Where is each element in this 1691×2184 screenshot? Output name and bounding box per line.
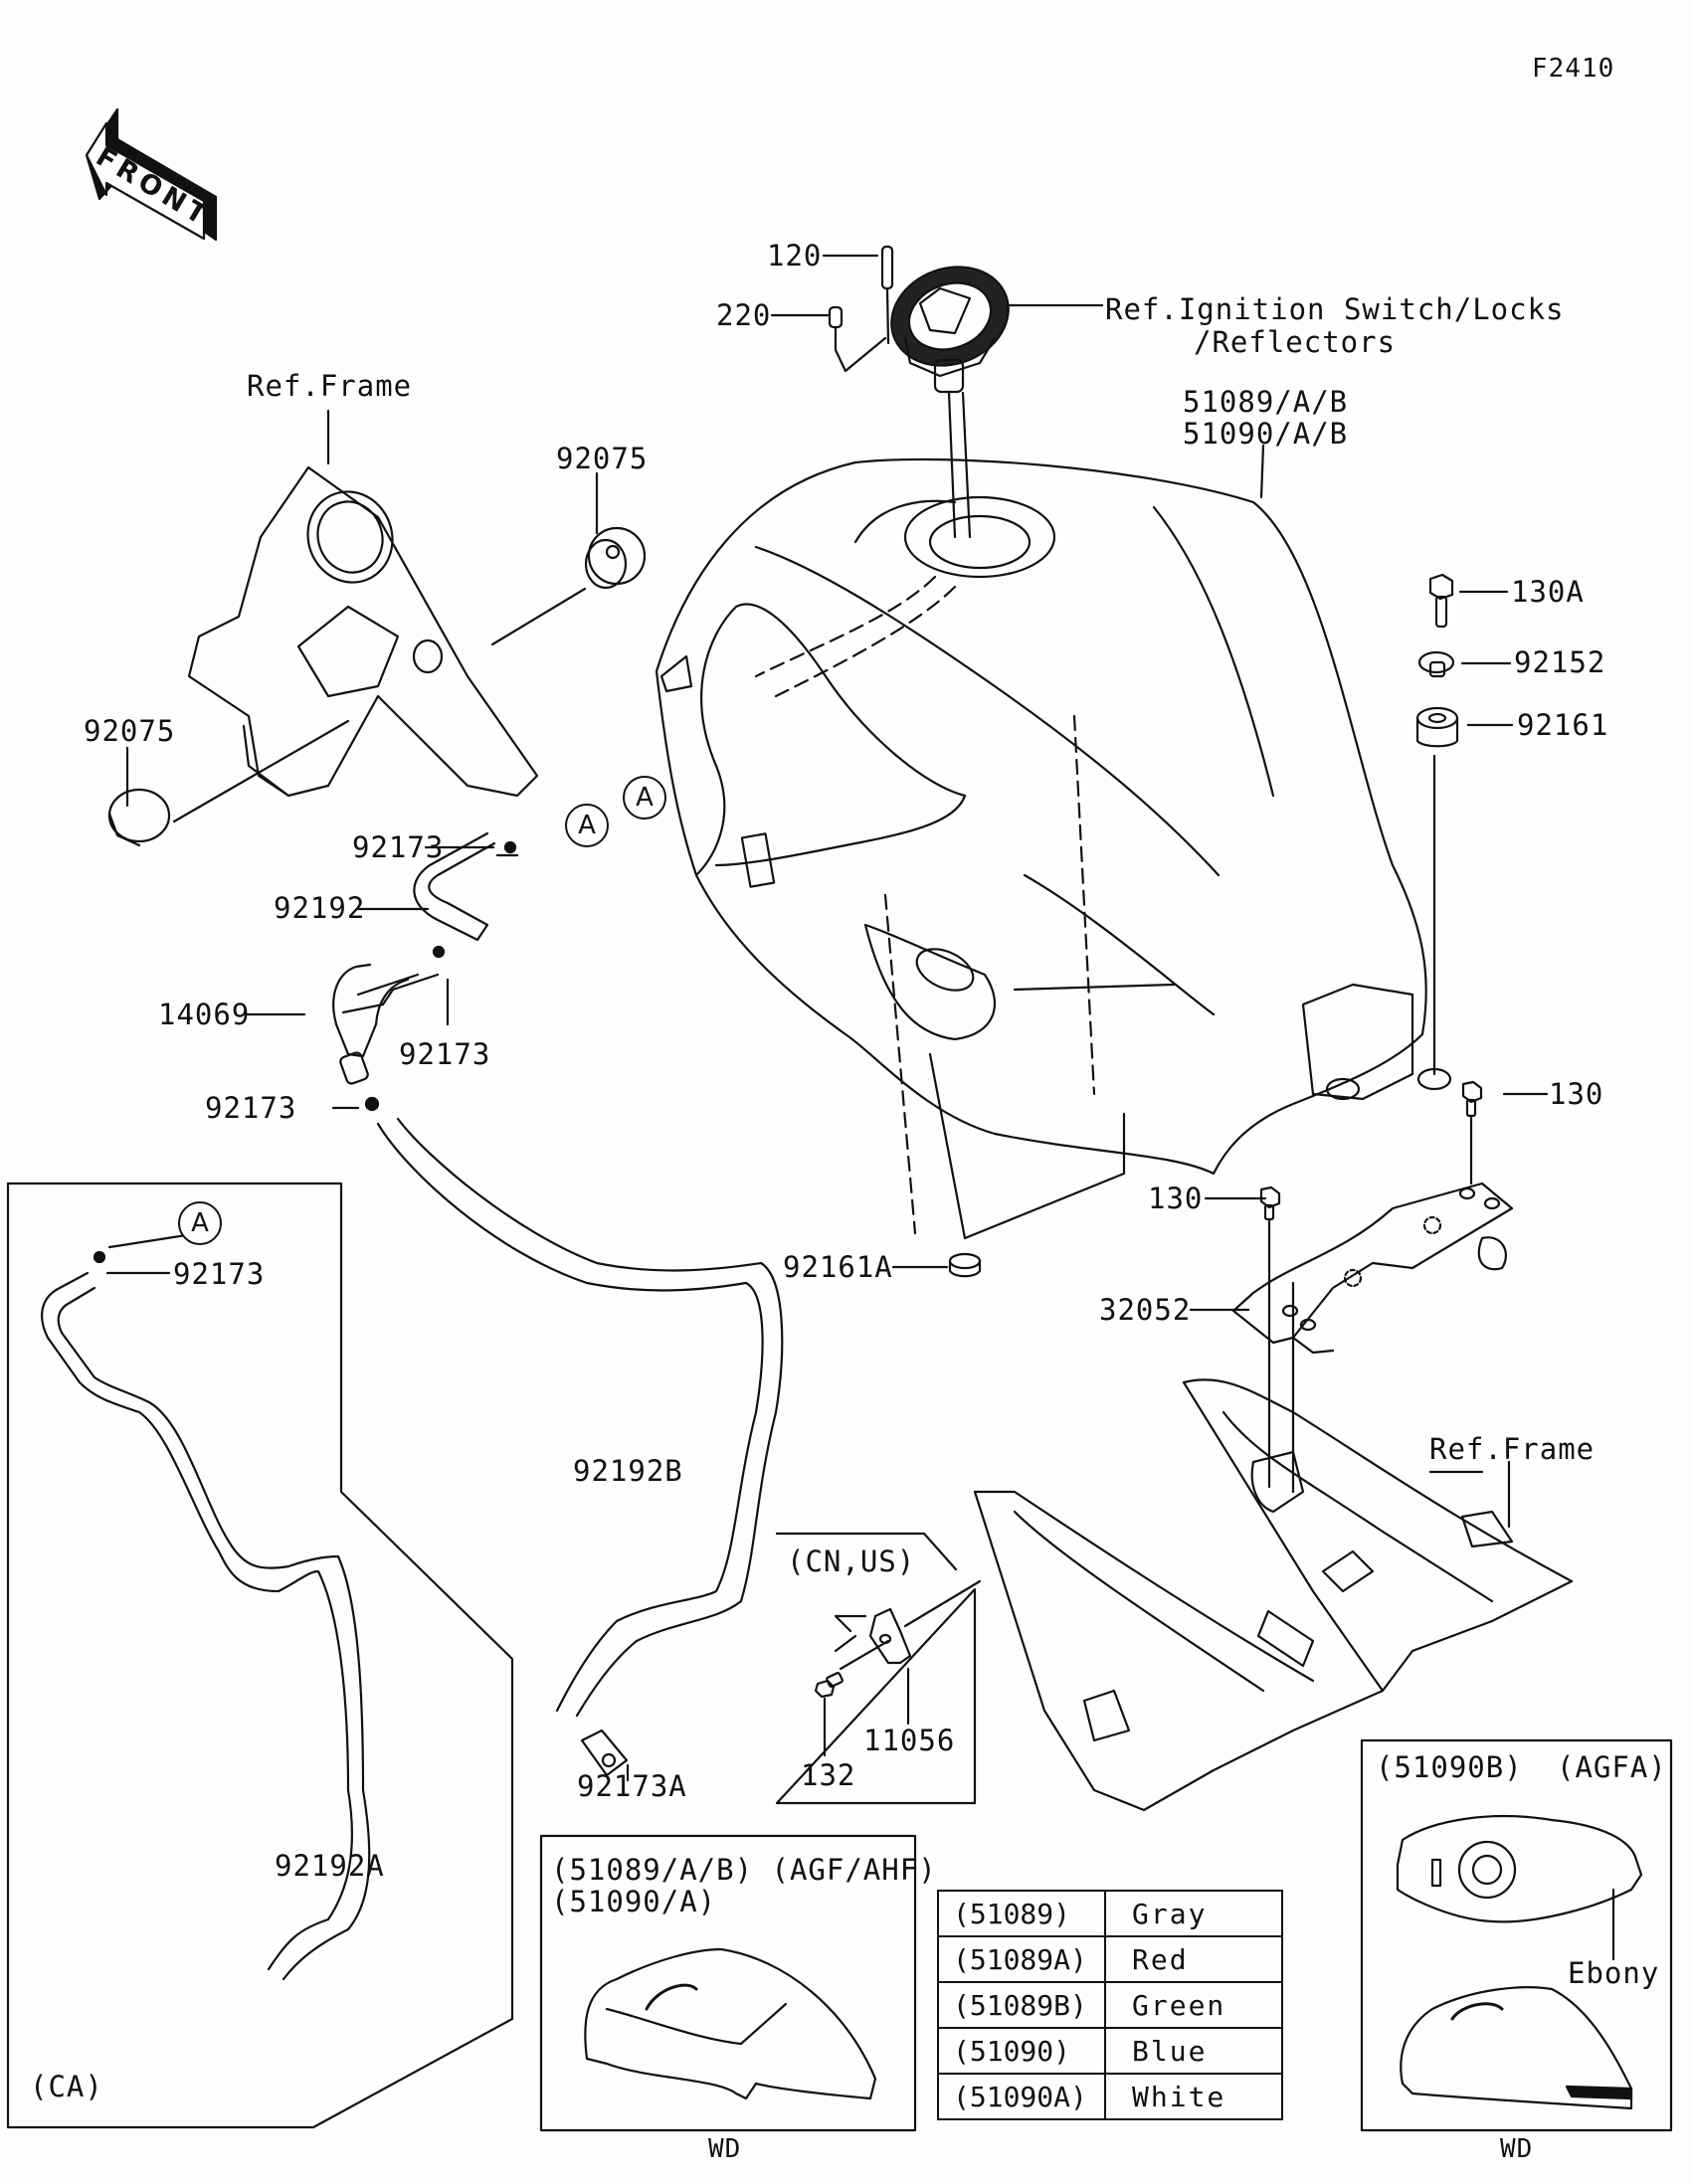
- part-label-92075-top[interactable]: 92075: [556, 442, 649, 475]
- leader-lines: [125, 254, 1549, 1529]
- frame-head-reference: [107, 409, 647, 847]
- color-table-part-code: (51089B): [937, 1981, 1106, 2029]
- front-arrow-icon: [85, 107, 218, 242]
- ref-frame-top-label: Ref.Frame: [247, 369, 413, 403]
- part-label-92152[interactable]: 92152: [1514, 645, 1606, 679]
- part-label-51089[interactable]: 51089/A/B: [1183, 385, 1349, 419]
- connector-marker-a-hose: A: [565, 804, 609, 847]
- color-table-color-name: Blue: [1104, 2027, 1283, 2075]
- inset-agf-label-line1: (51089/A/B) (AGF/AHF): [551, 1853, 937, 1887]
- inset-agfa-color-callout: Ebony: [1568, 1956, 1660, 1990]
- bracket-32052: [1231, 1080, 1514, 1494]
- ref-ignition-label-line2: /Reflectors: [1194, 325, 1397, 359]
- part-label-51090[interactable]: 51090/A/B: [1183, 417, 1349, 451]
- part-label-32052[interactable]: 32052: [1099, 1293, 1192, 1327]
- inset-cn-us-frame: [775, 1532, 982, 1805]
- color-table-row: (51089)Gray: [937, 1890, 1283, 1937]
- color-table-color-name: White: [1104, 2073, 1283, 2120]
- color-table-part-code: (51090A): [937, 2073, 1106, 2120]
- inset-agfa-note: WD: [1500, 2134, 1534, 2164]
- inset-agfa-part-label: (51090B): [1376, 1750, 1523, 1784]
- color-table-row: (51089B)Green: [937, 1981, 1283, 2029]
- inset-agfa-model-label: (AGFA): [1557, 1750, 1667, 1784]
- rear-mount-fasteners: [1415, 573, 1459, 748]
- inset-agf-frame: [539, 1834, 917, 2132]
- part-label-92192A[interactable]: 92192A: [275, 1849, 385, 1883]
- inset-agf-label-line2: (51090/A): [551, 1885, 717, 1918]
- breather-hoses: [332, 831, 784, 1782]
- part-label-92192[interactable]: 92192: [274, 891, 366, 925]
- part-label-92161[interactable]: 92161: [1517, 708, 1609, 742]
- part-label-130-right[interactable]: 130: [1549, 1077, 1604, 1111]
- color-table-color-name: Gray: [1104, 1890, 1283, 1937]
- color-table-part-code: (51090): [937, 2027, 1106, 2075]
- part-label-130-mid[interactable]: 130: [1148, 1182, 1204, 1215]
- part-label-132[interactable]: 132: [801, 1758, 856, 1792]
- grommet-92161A: [948, 1252, 982, 1278]
- inset-cn-us-label: (CN,US): [787, 1545, 916, 1578]
- part-label-92161A[interactable]: 92161A: [783, 1250, 893, 1284]
- color-table-part-code: (51089): [937, 1890, 1106, 1937]
- part-label-14069[interactable]: 14069: [158, 998, 251, 1031]
- inset-agf-note: WD: [708, 2134, 742, 2164]
- inset-ca-label: (CA): [30, 2070, 103, 2103]
- connector-marker-a-ca: A: [178, 1201, 222, 1245]
- color-table-row: (51090)Blue: [937, 2027, 1283, 2075]
- color-table-color-name: Red: [1104, 1935, 1283, 1983]
- fuel-tank: [655, 457, 1452, 1240]
- inset-ca-frame: [6, 1182, 514, 2129]
- color-table-row: (51089A)Red: [937, 1935, 1283, 1983]
- color-table-color-name: Green: [1104, 1981, 1283, 2029]
- ref-ignition-label-line1: Ref.Ignition Switch/Locks: [1105, 292, 1565, 326]
- part-label-92173A[interactable]: 92173A: [577, 1769, 687, 1803]
- color-table-row: (51090A)White: [937, 2073, 1283, 2120]
- part-label-120[interactable]: 120: [767, 239, 823, 273]
- part-label-92075-left[interactable]: 92075: [84, 714, 176, 748]
- main-frame-reference: [973, 1378, 1574, 1812]
- part-label-92173-c[interactable]: 92173: [205, 1091, 297, 1125]
- part-label-92173-ca[interactable]: 92173: [173, 1257, 266, 1291]
- part-label-92173-b[interactable]: 92173: [399, 1037, 491, 1071]
- color-variant-table: (51089)Gray(51089A)Red(51089B)Green(5109…: [937, 1890, 1283, 2120]
- part-label-130A[interactable]: 130A: [1511, 575, 1585, 609]
- color-table-part-code: (51089A): [937, 1935, 1106, 1983]
- part-label-92173-a[interactable]: 92173: [352, 830, 445, 864]
- connector-marker-a-tank: A: [623, 776, 666, 819]
- inset-agfa-frame: [1360, 1738, 1673, 2132]
- part-label-92192B[interactable]: 92192B: [573, 1454, 683, 1488]
- ref-frame-bottom-label: Ref.Frame: [1429, 1432, 1596, 1466]
- figure-code: F2410: [1532, 54, 1615, 84]
- part-label-220[interactable]: 220: [716, 298, 772, 332]
- fuel-cap-assembly: [828, 245, 1010, 539]
- part-label-11056[interactable]: 11056: [863, 1724, 956, 1757]
